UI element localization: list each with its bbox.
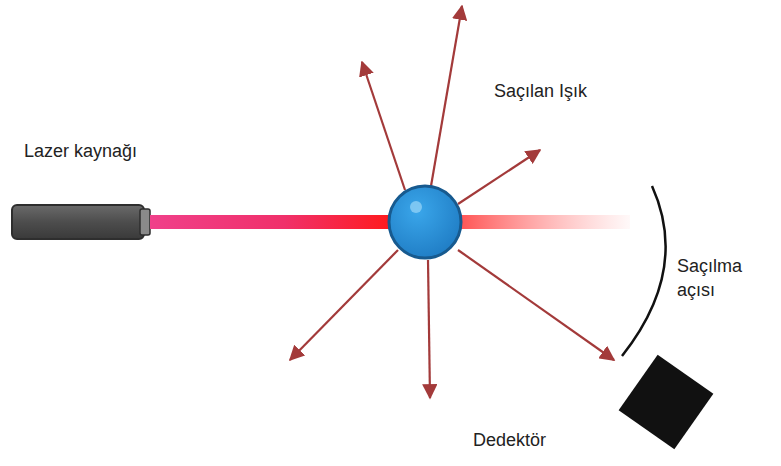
laser-beam — [150, 215, 395, 229]
scattered-rays — [290, 6, 614, 398]
label-text: Saçılan Işık — [494, 79, 587, 103]
transmitted-beam — [455, 215, 630, 229]
detector — [619, 355, 714, 450]
label-text: Dedektör — [473, 428, 546, 452]
angle-arc — [622, 186, 666, 356]
particle-sphere — [389, 186, 461, 258]
label-text: Lazer kaynağı — [24, 139, 137, 163]
laser-source — [12, 205, 150, 239]
label-text: Saçılma açısı — [677, 254, 759, 303]
